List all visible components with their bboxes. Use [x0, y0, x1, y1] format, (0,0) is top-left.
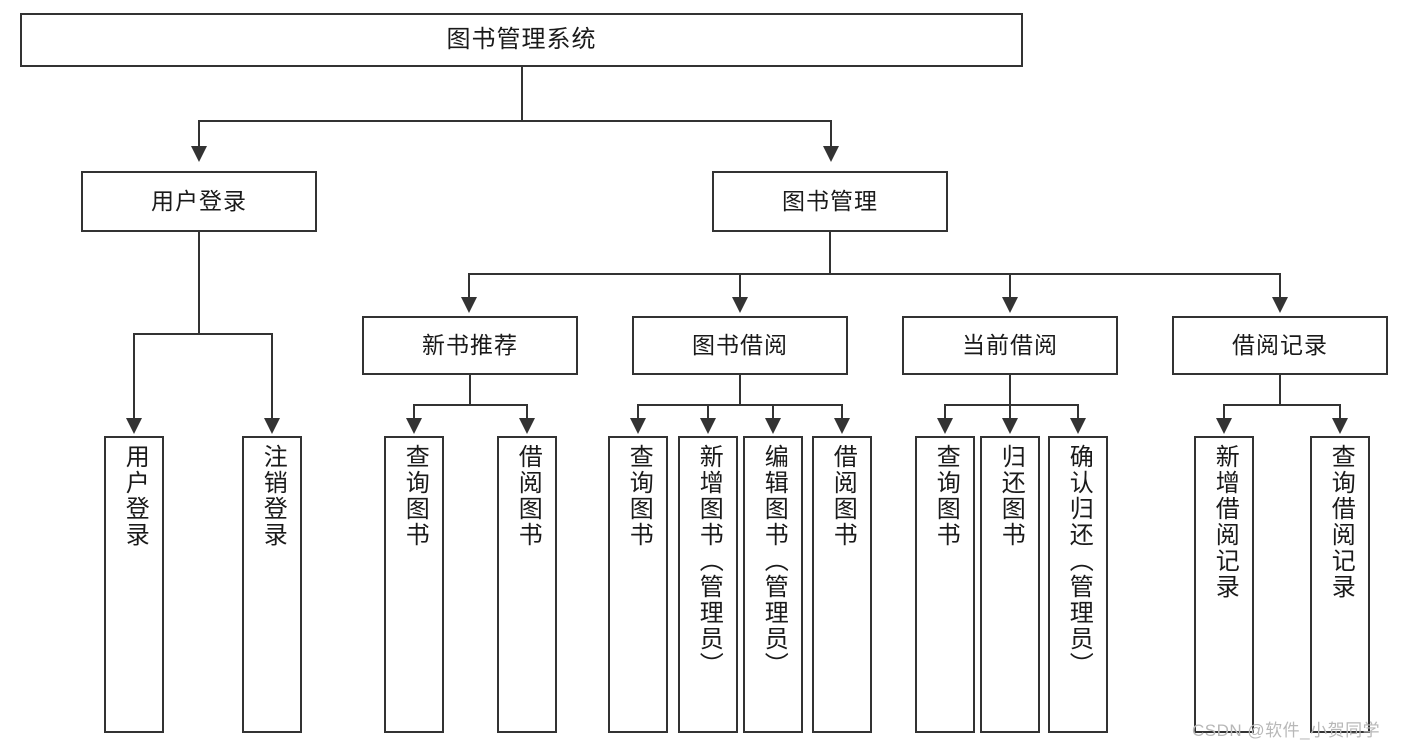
node-label: 用户登录 — [121, 444, 149, 548]
arrowhead-new-book-to-leaf-2 — [519, 418, 535, 434]
connector-root-stem — [521, 67, 523, 121]
arrowhead-book-borrow-to-leaf-2 — [700, 418, 716, 434]
arrowhead-user-login-to-leaf-2 — [264, 418, 280, 434]
leaf-book-borrow-edit-book-admin[interactable]: 编辑图书（管理员） — [743, 436, 803, 733]
arrowhead-book-borrow-to-leaf-3 — [765, 418, 781, 434]
connector-new-book-to-leaf-2 — [526, 404, 528, 419]
leaf-user-login-login[interactable]: 用户登录 — [104, 436, 164, 733]
node-label: 归还图书 — [997, 444, 1025, 548]
csdn-watermark: CSDN @软件_小贺同学 — [1192, 721, 1381, 740]
connector-book-management-stem — [829, 232, 831, 274]
connector-borrow-record-to-leaf-2 — [1339, 404, 1341, 419]
leaf-user-login-logout[interactable]: 注销登录 — [242, 436, 302, 733]
connector-new-book-stem — [469, 375, 471, 405]
connector-bm-to-current-borrow — [1009, 273, 1011, 299]
node-book-management[interactable]: 图书管理 — [712, 171, 948, 232]
arrowhead-current-borrow-to-leaf-3 — [1070, 418, 1086, 434]
node-label: 借阅图书 — [829, 444, 857, 548]
arrowhead-bm-to-book-borrow — [732, 297, 748, 313]
arrowhead-book-borrow-to-leaf-4 — [834, 418, 850, 434]
arrowhead-root-to-user-login — [191, 146, 207, 162]
node-label: 查询图书 — [625, 444, 653, 548]
connector-user-login-to-leaf-2 — [271, 333, 273, 419]
arrowhead-bm-to-new-book — [461, 297, 477, 313]
connector-new-book-bus — [413, 404, 527, 406]
connector-root-bus — [198, 120, 832, 122]
connector-bm-to-new-book — [468, 273, 470, 299]
node-new-book-recommend[interactable]: 新书推荐 — [362, 316, 578, 375]
node-label: 借阅图书 — [514, 444, 542, 548]
node-root-book-management-system[interactable]: 图书管理系统 — [20, 13, 1023, 67]
arrowhead-bm-to-borrow-record — [1272, 297, 1288, 313]
leaf-new-book-borrow-book[interactable]: 借阅图书 — [497, 436, 557, 733]
arrowhead-borrow-record-to-leaf-2 — [1332, 418, 1348, 434]
node-label: 新增图书（管理员） — [695, 444, 723, 678]
connector-new-book-to-leaf-1 — [413, 404, 415, 419]
node-label: 用户登录 — [151, 187, 247, 214]
connector-book-borrow-stem — [739, 375, 741, 405]
connector-current-borrow-stem — [1009, 375, 1011, 405]
connector-user-login-bus — [133, 333, 272, 335]
leaf-book-borrow-query-book[interactable]: 查询图书 — [608, 436, 668, 733]
leaf-current-borrow-query-book[interactable]: 查询图书 — [915, 436, 975, 733]
connector-borrow-record-stem — [1279, 375, 1281, 405]
node-book-borrow[interactable]: 图书借阅 — [632, 316, 848, 375]
node-borrow-record[interactable]: 借阅记录 — [1172, 316, 1388, 375]
node-label: 注销登录 — [259, 444, 287, 548]
connector-user-login-stem — [198, 232, 200, 334]
arrowhead-book-borrow-to-leaf-1 — [630, 418, 646, 434]
arrowhead-borrow-record-to-leaf-1 — [1216, 418, 1232, 434]
leaf-current-borrow-return-book[interactable]: 归还图书 — [980, 436, 1040, 733]
connector-book-management-bus — [468, 273, 1280, 275]
leaf-borrow-record-query-record[interactable]: 查询借阅记录 — [1310, 436, 1370, 733]
node-label: 确认归还（管理员） — [1065, 444, 1093, 678]
connector-root-to-book-management — [830, 120, 832, 148]
node-label: 新书推荐 — [422, 331, 518, 358]
leaf-book-borrow-borrow-book[interactable]: 借阅图书 — [812, 436, 872, 733]
node-current-borrow[interactable]: 当前借阅 — [902, 316, 1118, 375]
arrowhead-root-to-book-management — [823, 146, 839, 162]
connector-book-borrow-to-leaf-2 — [707, 404, 709, 419]
connector-root-to-user-login — [198, 120, 200, 148]
connector-book-borrow-to-leaf-1 — [637, 404, 639, 419]
connector-current-borrow-bus — [944, 404, 1078, 406]
leaf-borrow-record-add-record[interactable]: 新增借阅记录 — [1194, 436, 1254, 733]
node-label: 新增借阅记录 — [1211, 444, 1239, 600]
connector-borrow-record-to-leaf-1 — [1223, 404, 1225, 419]
node-user-login[interactable]: 用户登录 — [81, 171, 317, 232]
leaf-new-book-query-book[interactable]: 查询图书 — [384, 436, 444, 733]
arrowhead-user-login-to-leaf-1 — [126, 418, 142, 434]
connector-current-borrow-to-leaf-1 — [944, 404, 946, 419]
leaf-book-borrow-add-book-admin[interactable]: 新增图书（管理员） — [678, 436, 738, 733]
node-label: 查询借阅记录 — [1327, 444, 1355, 600]
node-label: 图书管理系统 — [446, 25, 597, 53]
connector-borrow-record-bus — [1223, 404, 1340, 406]
connector-current-borrow-to-leaf-3 — [1077, 404, 1079, 419]
arrowhead-bm-to-current-borrow — [1002, 297, 1018, 313]
node-label: 查询图书 — [401, 444, 429, 548]
connector-bm-to-borrow-record — [1279, 273, 1281, 299]
connector-current-borrow-to-leaf-2 — [1009, 404, 1011, 419]
node-label: 查询图书 — [932, 444, 960, 548]
node-label: 借阅记录 — [1232, 331, 1328, 358]
connector-bm-to-book-borrow — [739, 273, 741, 299]
arrowhead-new-book-to-leaf-1 — [406, 418, 422, 434]
connector-book-borrow-to-leaf-3 — [772, 404, 774, 419]
node-label: 图书管理 — [782, 187, 878, 214]
connector-book-borrow-to-leaf-4 — [841, 404, 843, 419]
arrowhead-current-borrow-to-leaf-2 — [1002, 418, 1018, 434]
arrowhead-current-borrow-to-leaf-1 — [937, 418, 953, 434]
node-label: 当前借阅 — [962, 331, 1058, 358]
node-label: 图书借阅 — [692, 331, 788, 358]
connector-user-login-to-leaf-1 — [133, 333, 135, 419]
node-label: 编辑图书（管理员） — [760, 444, 788, 678]
connector-book-borrow-bus — [637, 404, 842, 406]
leaf-current-borrow-confirm-return-admin[interactable]: 确认归还（管理员） — [1048, 436, 1108, 733]
